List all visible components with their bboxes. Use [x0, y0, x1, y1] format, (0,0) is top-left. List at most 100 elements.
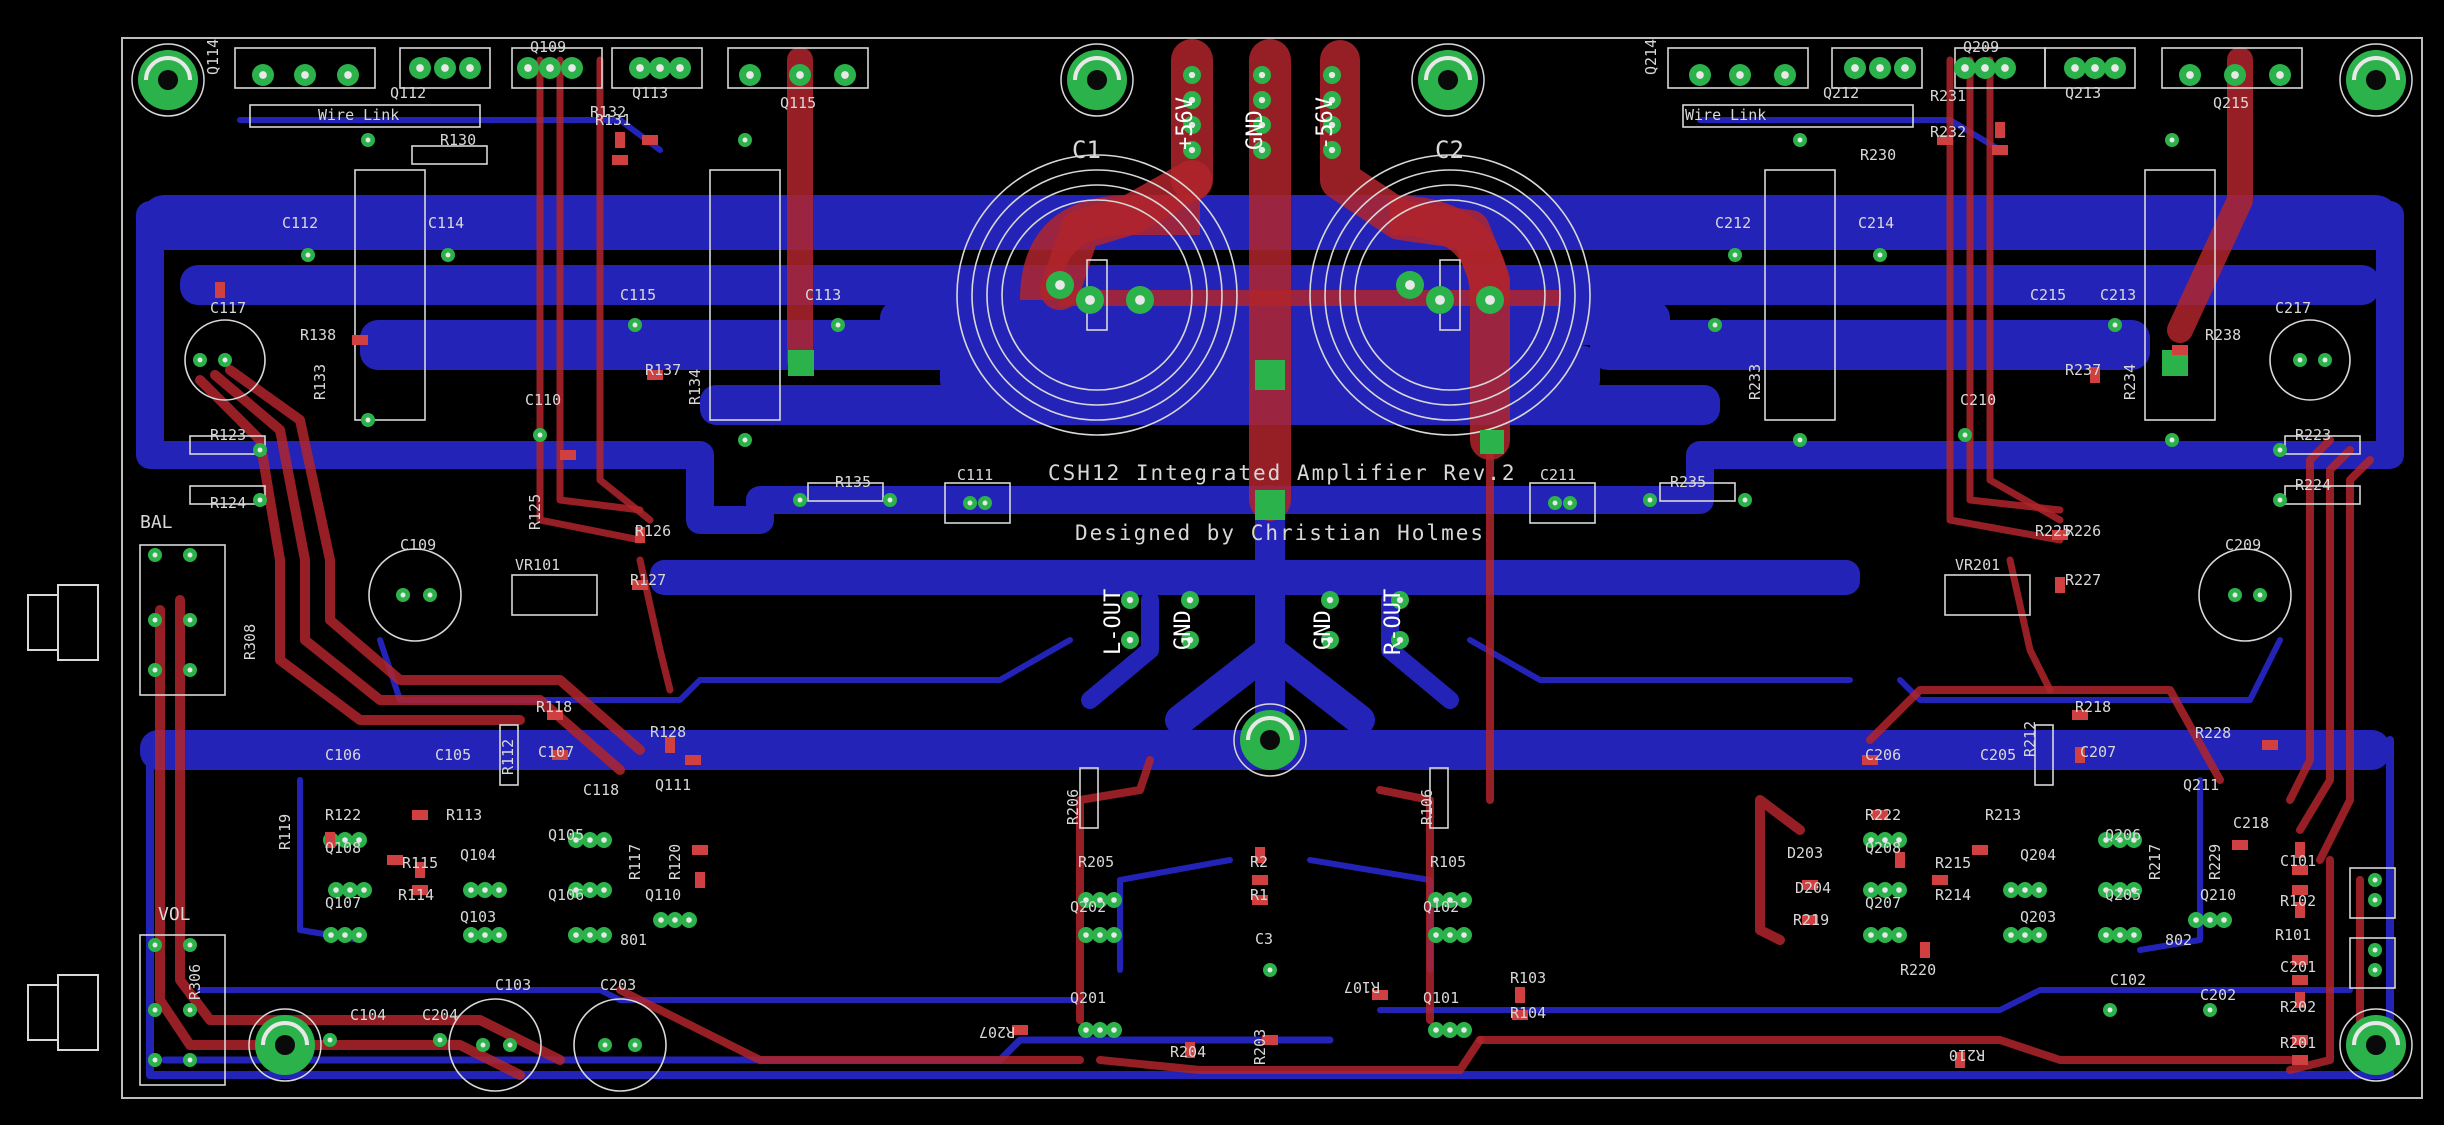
smd-52 [2292, 1035, 2308, 1045]
to92-0-1-hole [342, 837, 348, 843]
bottom-mid-link-r [1897, 637, 2283, 703]
component-label: C217 [2275, 299, 2311, 317]
smd-18 [665, 737, 675, 753]
top-left-snake-4 [155, 605, 525, 1080]
smd-23 [2262, 740, 2278, 750]
smd-1 [612, 155, 628, 165]
transistor-q112-body [399, 47, 491, 89]
to92-2-1-hole [342, 932, 348, 938]
component-label: R133 [311, 364, 329, 400]
to92-20-1-hole [2117, 837, 2123, 843]
small-pad-9-hole [445, 252, 451, 258]
top-left-bottom [616, 986, 1084, 1064]
power-pad-10-hole [1328, 121, 1336, 129]
resistor-r130-body [411, 145, 488, 165]
small-pad-2-hole [742, 137, 748, 143]
component-label: C206 [1865, 746, 1901, 764]
component-label: Q108 [325, 839, 361, 857]
header-pad-28-hole [2231, 71, 2239, 79]
top-q209-c [1986, 56, 2064, 524]
component-label: Q102 [1423, 898, 1459, 916]
out-label-gnd-r: GND [1311, 610, 1336, 650]
mount-hole-4-ring [1233, 703, 1307, 777]
to92-13-0-hole [1083, 1027, 1089, 1033]
cap-c209-outline [2198, 548, 2292, 642]
smd-30 [1895, 852, 1905, 868]
small-pad-41-hole [632, 1042, 638, 1048]
small-pad-0-hole [365, 137, 371, 143]
component-label: R132 [590, 103, 626, 121]
small-pad-27-hole [982, 500, 988, 506]
input-label-bal: BAL [140, 512, 173, 533]
mount-hole-6-ring [2339, 1008, 2413, 1082]
transistor-q113-body [611, 47, 703, 89]
to92-11-2-hole [1461, 897, 1467, 903]
component-label: C202 [2200, 986, 2236, 1004]
smd-14 [2052, 530, 2068, 540]
component-label: C105 [435, 746, 471, 764]
component-label: C209 [2225, 536, 2261, 554]
smd-51 [2295, 992, 2305, 1008]
component-label: C112 [282, 214, 318, 232]
square-pad-3 [1480, 430, 1504, 454]
cap-c1-ring-0 [956, 154, 1238, 436]
component-label: C111 [957, 466, 993, 484]
top-c2-arc [1389, 195, 1510, 301]
smd-32 [692, 845, 708, 855]
component-label: R118 [536, 698, 572, 716]
smd-4 [1992, 145, 2008, 155]
top-right-loop [1755, 795, 1805, 945]
out-conn-1 [2349, 867, 2396, 919]
resistor-r212-body [2034, 724, 2054, 786]
component-label: R128 [650, 723, 686, 741]
bottom-lout-link [1081, 591, 1159, 709]
small-pad-42-hole [1267, 967, 1273, 973]
component-label: C102 [2110, 971, 2146, 989]
smd-15 [2055, 577, 2065, 593]
cap-c117-outline [184, 319, 266, 401]
component-label: R228 [2195, 724, 2231, 742]
small-pad-4-hole [1797, 137, 1803, 143]
small-pad-56-hole [2372, 897, 2378, 903]
board-outline [121, 37, 2423, 1099]
bottom-mid-band [700, 385, 1720, 425]
small-pad-7-hole [2169, 437, 2175, 443]
component-label: C106 [325, 746, 361, 764]
small-pad-21-hole [257, 497, 263, 503]
component-label: Q208 [1865, 839, 1901, 857]
output-pad-0-hole [1126, 596, 1134, 604]
smd-25 [412, 810, 428, 820]
to92-23-2-hole [2221, 917, 2227, 923]
component-label: R123 [210, 426, 246, 444]
to92-22-2-hole [2131, 932, 2137, 938]
component-label: Q214 [1642, 39, 1660, 75]
top-right-rail-1 [2286, 436, 2334, 804]
top-left-snake-3 [195, 375, 525, 725]
component-label: R207 [979, 1023, 1015, 1041]
smd-21 [2075, 747, 2085, 763]
small-pad-58-hole [2372, 967, 2378, 973]
component-label: D204 [1795, 879, 1831, 897]
smd-6 [215, 282, 225, 298]
component-label: R225 [2035, 522, 2071, 540]
component-label: C214 [1858, 214, 1894, 232]
smd-28 [412, 885, 428, 895]
header-pad-6-hole [524, 64, 532, 72]
header-pad-24-hole [2071, 64, 2079, 72]
smd-29 [1872, 810, 1888, 820]
output-pad-3-hole [1186, 636, 1194, 644]
smd-19 [685, 755, 701, 765]
component-label: 801 [620, 931, 647, 949]
component-label: C210 [1960, 391, 1996, 409]
output-pad-1-hole [1126, 636, 1134, 644]
component-label: R231 [1930, 87, 1966, 105]
small-pad-57-hole [2372, 947, 2378, 953]
to92-12-1-hole [1447, 932, 1453, 938]
power-pad-4-hole [1258, 71, 1266, 79]
small-pad-50-hole [187, 942, 193, 948]
output-pad-6-hole [1396, 596, 1404, 604]
component-label: R205 [1078, 853, 1114, 871]
smd-5 [1937, 135, 1953, 145]
component-label: Q114 [204, 39, 222, 75]
